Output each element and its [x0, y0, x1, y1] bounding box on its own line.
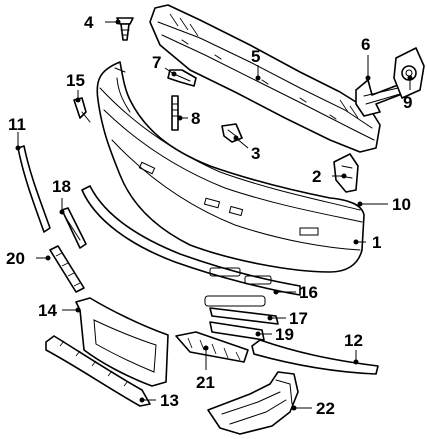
- callout-10: 10: [392, 195, 411, 214]
- callout-17: 17: [289, 309, 308, 328]
- callout-18: 18: [52, 177, 71, 196]
- part-5-reinforcement: [149, 4, 381, 153]
- part-8-stud: [171, 95, 179, 131]
- part-17-strip: [209, 307, 279, 325]
- part-12-molding: [251, 339, 379, 375]
- part-13-lower-molding: [45, 335, 151, 407]
- callout-4: 4: [84, 13, 94, 32]
- part-1-bumper-cover: [96, 61, 365, 273]
- part-6-tow-hook: [355, 79, 403, 117]
- part-3-bracket: [221, 123, 243, 143]
- callout-16: 16: [299, 283, 318, 302]
- callout-3: 3: [251, 144, 260, 163]
- callout-8: 8: [191, 109, 200, 128]
- leader-dots: [15, 19, 413, 411]
- part-22-deflector: [207, 371, 299, 435]
- part-14-plate-bracket: [75, 297, 169, 387]
- callout-20: 20: [6, 249, 25, 268]
- callout-labels: 4 5 6 7 8 9 15 11 3 2 10 18 1 20 16 14 1…: [6, 13, 412, 418]
- callout-7: 7: [152, 53, 161, 72]
- callout-9: 9: [403, 93, 412, 112]
- part-19-strip: [209, 321, 265, 341]
- part-16-lower-grille: [81, 185, 301, 307]
- callout-2: 2: [312, 167, 321, 186]
- part-21-reflector: [175, 331, 249, 363]
- callout-11: 11: [8, 115, 26, 134]
- callout-19: 19: [275, 325, 294, 344]
- part-11-side-strip: [17, 145, 51, 233]
- callout-13: 13: [160, 391, 179, 410]
- callout-1: 1: [372, 233, 381, 252]
- part-2-bracket: [333, 153, 359, 193]
- callout-12: 12: [344, 331, 363, 350]
- part-18-trim: [61, 207, 87, 249]
- part-9-bracket: [393, 47, 425, 99]
- callout-22: 22: [316, 399, 335, 418]
- callout-6: 6: [361, 35, 370, 54]
- callout-15: 15: [66, 71, 85, 90]
- callout-21: 21: [196, 373, 215, 392]
- part-20-strip: [49, 245, 85, 293]
- callout-5: 5: [251, 47, 260, 66]
- callout-14: 14: [38, 301, 57, 320]
